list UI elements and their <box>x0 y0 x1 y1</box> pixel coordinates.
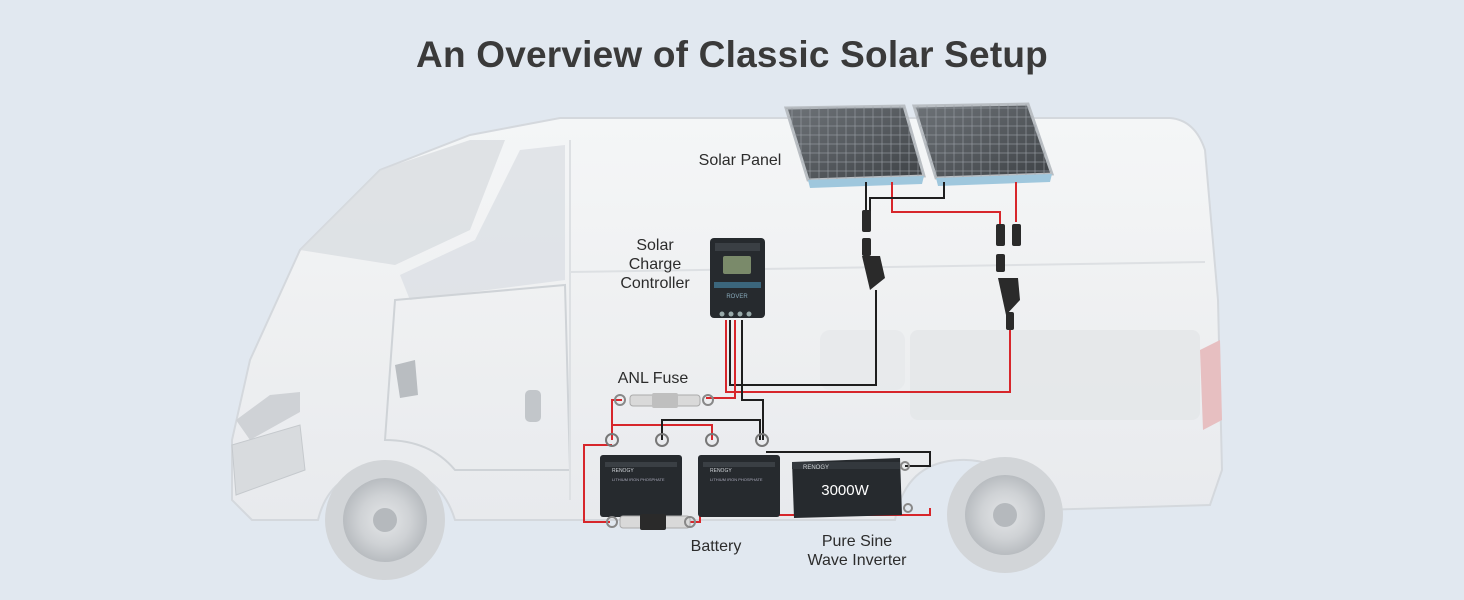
solar-panel-left <box>783 104 926 188</box>
van-grill <box>231 424 306 496</box>
label-charge-controller-line2: Charge <box>628 256 682 273</box>
page-title: An Overview of Classic Solar Setup <box>416 34 1048 75</box>
wire-ctrl-neg <box>741 320 764 440</box>
battery-right: RENOGY LITHIUM IRON PHOSPHATE <box>698 433 780 517</box>
label-charge-controller-line3: Controller <box>620 275 690 292</box>
battery-right-brand: RENOGY <box>710 468 732 474</box>
controller-model-text: ROVER <box>726 294 748 300</box>
anl-fuse-top <box>614 393 714 408</box>
battery-left-brand: RENOGY <box>612 468 634 474</box>
front-wheel <box>325 460 445 580</box>
wire-ctrl-pos <box>706 320 736 399</box>
wire-batt-inv-neg <box>766 451 931 467</box>
mc4-connectors <box>862 210 1021 330</box>
van-side-window <box>400 145 565 300</box>
van-illustration <box>231 117 1224 580</box>
van-taillight <box>1200 340 1222 430</box>
van-headlight <box>236 392 300 440</box>
van-door-handle <box>525 390 541 422</box>
label-charge-controller: Solar Charge Controller <box>612 236 698 293</box>
battery-left: RENOGY LITHIUM IRON PHOSPHATE <box>600 433 682 517</box>
label-inverter-line2: Wave Inverter <box>807 552 907 569</box>
wire-panel-right-neg <box>869 182 945 215</box>
battery-right-model: LITHIUM IRON PHOSPHATE <box>710 477 763 482</box>
wire-combined-neg <box>729 290 877 386</box>
label-charge-controller-line1: Solar <box>636 237 674 254</box>
inverter-brand: RENOGY <box>803 465 829 471</box>
wire-combined-pos <box>725 320 1011 393</box>
anl-fuse-bottom <box>606 514 696 530</box>
label-inverter: Pure Sine Wave Inverter <box>792 532 922 570</box>
label-inverter-line1: Pure Sine <box>821 533 893 550</box>
inverter: RENOGY 3000W <box>792 458 913 518</box>
wire-batt-to-bottom <box>583 444 612 523</box>
battery-left-model: LITHIUM IRON PHOSPHATE <box>612 477 665 482</box>
label-solar-panel: Solar Panel <box>698 152 782 169</box>
van-windshield <box>300 140 505 265</box>
inverter-power-label: 3000W <box>821 482 869 499</box>
charge-controller: ROVER <box>710 238 765 318</box>
van-front-door <box>383 283 572 471</box>
label-battery: Battery <box>690 538 742 555</box>
wire-batt-neg-link <box>661 419 761 440</box>
van-mirror <box>395 360 418 398</box>
label-anl-fuse: ANL Fuse <box>617 370 689 387</box>
solar-panel-right <box>911 102 1055 186</box>
van-interior-bed <box>910 330 1200 420</box>
rear-wheel <box>947 457 1063 573</box>
